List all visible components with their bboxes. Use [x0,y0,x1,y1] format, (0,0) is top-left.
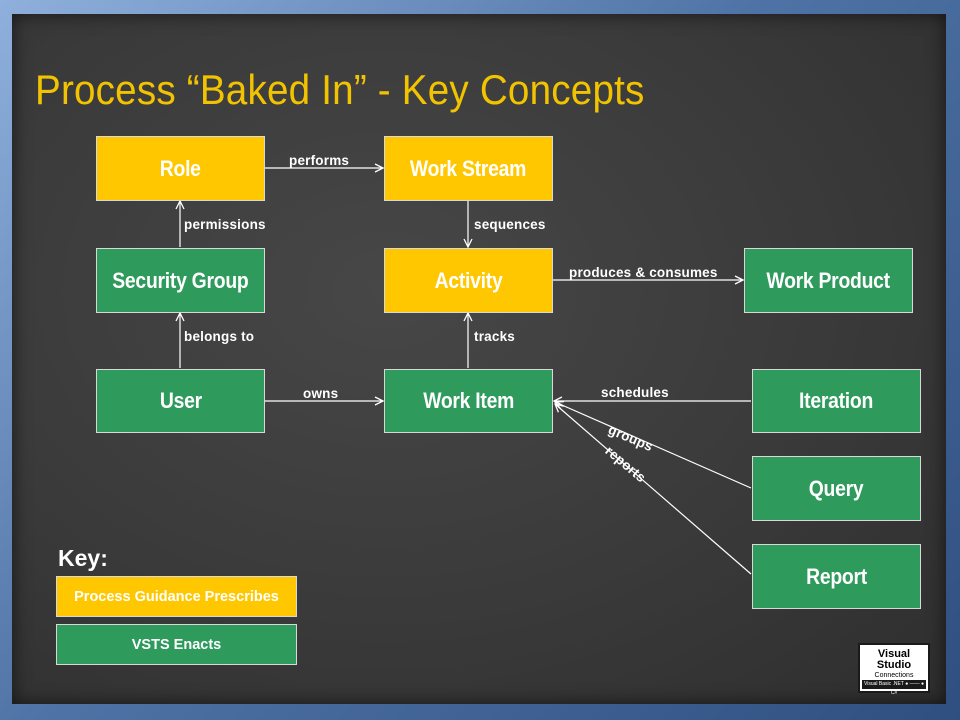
node-role-label: Role [160,155,201,181]
edge-label-performs: performs [289,153,350,168]
logo-line2: Studio [876,659,912,671]
edge-label-produces-consumes: produces & consumes [569,265,718,280]
key-prescribes: Process Guidance Prescribes [56,576,297,617]
node-report: Report [752,544,921,609]
node-work-stream: Work Stream [384,136,553,201]
edge-label-owns: owns [303,386,339,401]
node-query: Query [752,456,921,521]
node-user: User [96,369,265,433]
edge-label-permissions: permissions [184,217,266,232]
node-query-label: Query [809,475,864,501]
edge-label-belongs-to: belongs to [184,329,255,344]
node-work-product-label: Work Product [766,267,891,293]
node-security-group-label: Security Group [112,267,249,293]
logo-line3: Connections [874,672,914,679]
visual-studio-connections-logo: Visual Studio Connections Visual Basic .… [858,643,930,696]
edge-groups [555,402,752,489]
node-iteration: Iteration [752,369,921,433]
node-user-label: User [159,388,202,413]
logo-line1: Visual [877,648,911,660]
key-enacts: VSTS Enacts [56,624,297,665]
edge-label-schedules: schedules [601,385,669,400]
node-activity: Activity [384,248,553,313]
key-title: Key: [58,545,108,571]
node-role: Role [96,136,265,201]
node-security-group: Security Group [96,248,265,313]
node-work-item: Work Item [384,369,553,433]
node-report-label: Report [806,563,867,589]
node-work-stream-label: Work Stream [410,155,527,181]
slide-title: Process “Baked In” - Key Concepts [35,66,645,113]
node-activity-label: Activity [434,267,503,293]
logo-bar: Visual Basic .NET ● —— ● C# [862,680,926,696]
node-work-item-label: Work Item [423,388,514,413]
edge-reports [555,404,752,575]
node-work-product: Work Product [744,248,913,313]
node-iteration-label: Iteration [799,388,874,413]
edge-label-sequences: sequences [474,217,546,232]
edge-label-tracks: tracks [474,329,515,344]
